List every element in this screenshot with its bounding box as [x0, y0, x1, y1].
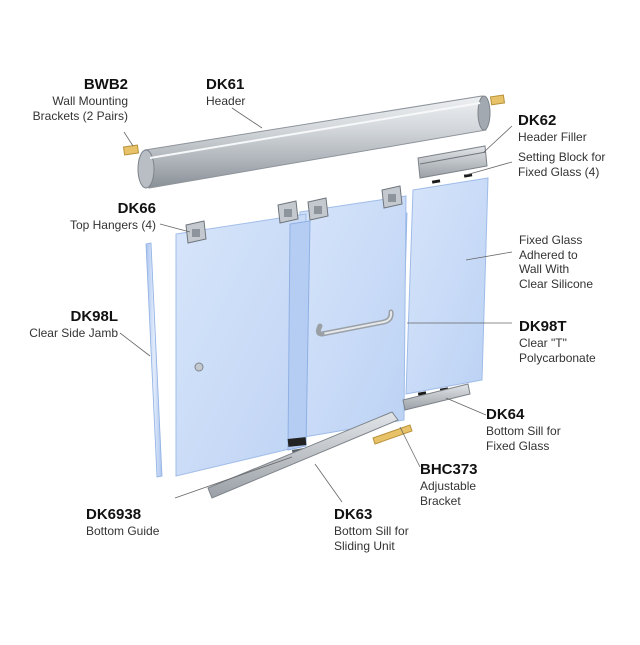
part-desc: Header — [206, 94, 246, 109]
fixed-glass-panel — [405, 177, 489, 395]
part-code: DK98T — [519, 318, 567, 335]
part-desc: Clear Side Jamb — [29, 326, 118, 341]
label-dk98t: DK98T Clear "T" Polycarbonate — [519, 318, 637, 366]
part-desc: Bottom Sill for Sliding Unit — [334, 524, 409, 553]
label-bhc373: BHC373 Adjustable Bracket — [420, 461, 540, 509]
part-desc: Wall Mounting Brackets (2 Pairs) — [32, 94, 128, 123]
part-desc: Fixed Glass Adhered to Wall With Clear S… — [519, 233, 594, 291]
part-desc: Bottom Guide — [86, 524, 160, 539]
label-dk62: DK62 Header Filler — [518, 112, 636, 145]
part-code: DK66 — [117, 200, 156, 217]
part-desc: Header Filler — [518, 130, 587, 145]
part-desc: Bottom Sill for Fixed Glass — [486, 424, 561, 453]
center-overlap-jamb — [287, 220, 311, 451]
door-knob — [194, 362, 204, 372]
dk66-top-hangers — [185, 185, 403, 244]
label-bwb2: BWB2 Wall Mounting Brackets (2 Pairs) — [18, 76, 128, 124]
dk63-bottom-sill — [207, 411, 399, 499]
part-code: BHC373 — [420, 461, 478, 478]
label-dk63: DK63 Bottom Sill for Sliding Unit — [334, 506, 454, 554]
towel-bar-handle — [315, 309, 394, 337]
label-dk98l: DK98L Clear Side Jamb — [10, 308, 118, 341]
bwb2-wall-brackets — [122, 94, 506, 156]
part-code: DK98L — [70, 308, 118, 325]
part-desc: Top Hangers (4) — [69, 218, 156, 233]
part-code: DK63 — [334, 506, 373, 523]
label-fixed-glass: Fixed Glass Adhered to Wall With Clear S… — [519, 233, 637, 292]
bhc373-bracket — [372, 424, 413, 445]
part-desc: Clear "T" Polycarbonate — [519, 336, 596, 365]
dk64-bottom-sill — [402, 383, 471, 411]
leader-lines — [119, 107, 513, 503]
part-code: DK64 — [486, 406, 525, 423]
part-code: DK6938 — [86, 506, 142, 523]
dk98l-side-jamb — [145, 242, 163, 478]
front-sliding-panel — [175, 213, 307, 477]
label-dk64: DK64 Bottom Sill for Fixed Glass — [486, 406, 606, 454]
part-code: BWB2 — [83, 76, 128, 93]
label-dk66: DK66 Top Hangers (4) — [30, 200, 156, 233]
dk61-header — [137, 95, 491, 189]
part-desc: Adjustable Bracket — [420, 479, 477, 508]
part-desc: Setting Block for Fixed Glass (4) — [518, 150, 606, 179]
part-code: DK62 — [518, 112, 557, 129]
part-code: DK61 — [206, 76, 245, 93]
label-dk61: DK61 Header — [206, 76, 316, 109]
dk62-header-filler — [417, 145, 488, 179]
label-dk6938: DK6938 Bottom Guide — [86, 506, 196, 539]
label-setting-block: Setting Block for Fixed Glass (4) — [518, 150, 638, 179]
